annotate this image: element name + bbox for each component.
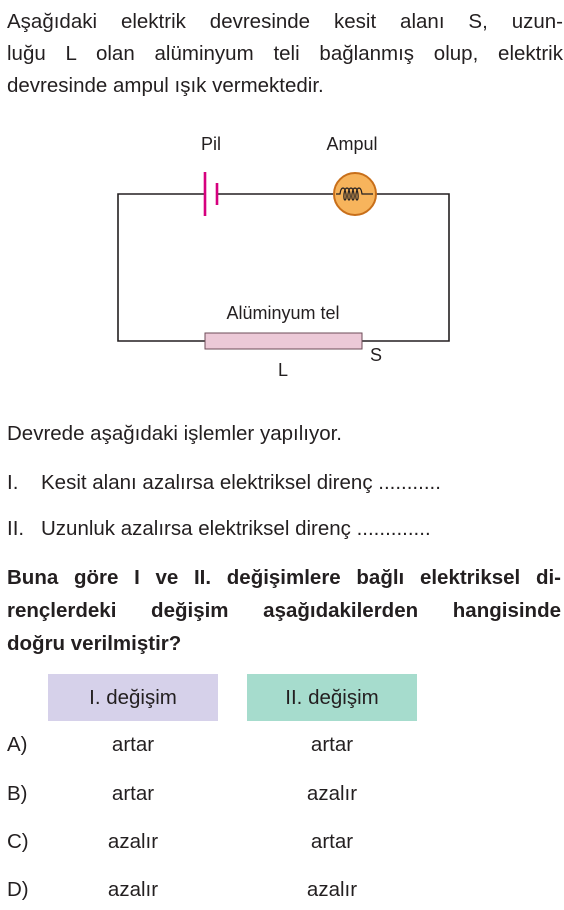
column-header-2: II. değişim <box>247 674 417 721</box>
option-col2: artar <box>310 830 354 853</box>
question-line: Buna göre I ve II. değişimlere bağlı ele… <box>7 566 561 589</box>
battery-icon <box>203 172 219 216</box>
statement-text: Uzunluk azalırsa elektriksel direnç ....… <box>41 517 431 540</box>
option-letter: C) <box>7 830 29 853</box>
intro-line: Aşağıdaki elektrik devresinde kesit alan… <box>7 10 563 33</box>
statement-2: II. Uzunluk azalırsa elektriksel direnç .… <box>7 517 431 541</box>
length-label: L <box>278 360 288 380</box>
option-col1: artar <box>111 733 155 756</box>
answer-option-b[interactable]: B) artar azalır <box>0 782 564 812</box>
wire-label: Alüminyum tel <box>226 303 339 323</box>
option-letter: B) <box>7 782 28 805</box>
answer-option-c[interactable]: C) azalır artar <box>0 830 564 860</box>
option-col2: azalır <box>306 782 358 805</box>
option-letter: A) <box>7 733 28 756</box>
answer-option-a[interactable]: A) artar artar <box>0 733 564 763</box>
bulb-label: Ampul <box>326 134 377 154</box>
option-col1: artar <box>111 782 155 805</box>
aluminum-wire-rod <box>204 332 363 350</box>
prompt-text: Devrede aşağıdaki işlemler yapılıyor. <box>7 422 342 445</box>
intro-line: devresinde ampul ışık vermektedir. <box>7 74 324 97</box>
statement-number: II. <box>7 517 25 540</box>
circuit-wire <box>117 193 205 342</box>
question-text: Buna göre I ve II. değişimlere bağlı ele… <box>7 561 561 660</box>
question-line: rençlerdeki değişim aşağıdakilerden hang… <box>7 599 561 622</box>
statement-number: I. <box>7 471 19 494</box>
option-col2: artar <box>310 733 354 756</box>
statement-text: Kesit alanı azalırsa elektriksel direnç … <box>41 471 441 494</box>
circuit-wire <box>362 193 450 342</box>
intro-paragraph: Aşağıdaki elektrik devresinde kesit alan… <box>7 6 563 102</box>
bulb-icon <box>333 172 377 216</box>
statement-1: I. Kesit alanı azalırsa elektriksel diren… <box>7 471 441 495</box>
column-header-1: I. değişim <box>48 674 218 721</box>
battery-label: Pil <box>201 134 221 154</box>
circuit-diagram: Pil Ampul Alüminyum tel L S <box>117 134 450 380</box>
option-col2: azalır <box>306 878 358 901</box>
option-col1: azalır <box>107 878 159 901</box>
answer-option-d[interactable]: D) azalır azalır <box>0 878 564 908</box>
option-letter: D) <box>7 878 29 901</box>
option-col1: azalır <box>107 830 159 853</box>
question-line: doğru verilmiştir? <box>7 632 182 655</box>
area-label: S <box>370 345 382 365</box>
intro-line: luğu L olan alüminyum teli bağlanmış olu… <box>7 42 563 65</box>
